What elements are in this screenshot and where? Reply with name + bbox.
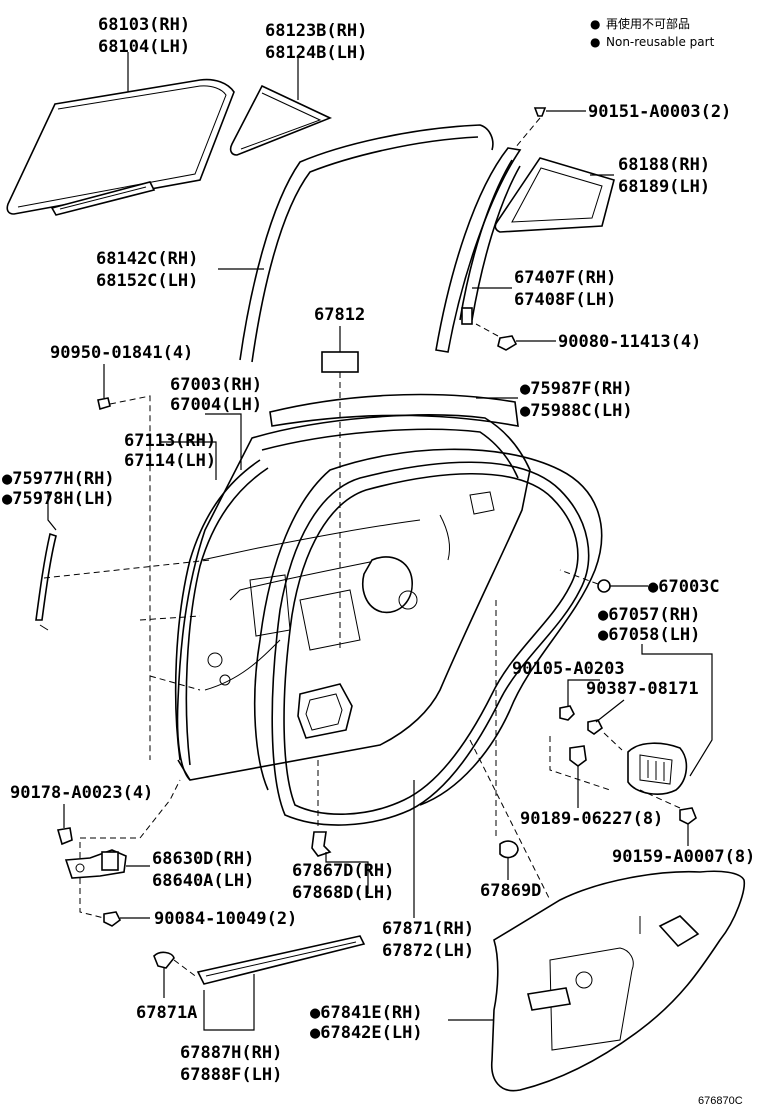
label-belt-moulding-rh: ●75987F(RH) bbox=[520, 379, 633, 399]
quarter-glass-part bbox=[229, 84, 333, 156]
label-weatherstrip-inner-rh: 67113(RH) bbox=[124, 431, 216, 451]
bolt-division-part bbox=[497, 335, 518, 351]
label-nut-08171: 90387-08171 bbox=[586, 679, 699, 699]
label-door-glass-rh: 68103(RH) bbox=[98, 15, 190, 35]
label-hinge-rh: 68630D(RH) bbox=[152, 849, 254, 869]
label-screw-06227: 90189-06227(8) bbox=[520, 809, 663, 829]
screw-06227-part bbox=[569, 745, 587, 767]
label-bolt-a0023: 90178-A0023(4) bbox=[10, 783, 153, 803]
label-scuff-plate-lh: 67888F(LH) bbox=[180, 1065, 282, 1085]
leader-door-panel bbox=[205, 413, 242, 470]
label-clip-top: 90950-01841(4) bbox=[50, 343, 193, 363]
weatherstrip-door-part bbox=[271, 461, 590, 826]
screw-top-part bbox=[533, 107, 547, 117]
label-clip-67869: 67869D bbox=[480, 881, 541, 901]
illustration-code: 676870C bbox=[698, 1095, 743, 1107]
label-weatherstrip-door-lh: 67868D(LH) bbox=[292, 883, 394, 903]
division-bar-part bbox=[435, 147, 522, 353]
label-moulding-front-rh: ●75977H(RH) bbox=[2, 469, 115, 489]
labels: 68103(RH) 68104(LH) 68123B(RH) 68124B(LH… bbox=[2, 15, 755, 1107]
label-quarter-glass-lh: 68124B(LH) bbox=[265, 43, 367, 63]
label-division-bar-rh: 67407F(RH) bbox=[514, 268, 616, 288]
quarter-window-assy-part bbox=[494, 157, 615, 233]
leader-nut-08171 bbox=[595, 699, 625, 723]
door-panel-part bbox=[176, 414, 531, 781]
label-quarter-window-rh: 68188(RH) bbox=[618, 155, 710, 175]
label-door-panel-lh: 67004(LH) bbox=[170, 395, 262, 415]
door-glass-part bbox=[6, 78, 235, 216]
bolt-a0023-part bbox=[56, 827, 73, 846]
film-part bbox=[491, 870, 746, 1092]
label-film-rh: ●67841E(RH) bbox=[310, 1003, 423, 1023]
clip-67871-part bbox=[153, 951, 175, 969]
label-run-channel-rh: 68142C(RH) bbox=[96, 249, 198, 269]
clip-top-part bbox=[97, 397, 111, 411]
label-belt-moulding-lh: ●75988C(LH) bbox=[520, 401, 633, 421]
leader-moulding-front bbox=[47, 491, 57, 531]
belt-moulding-part bbox=[269, 393, 519, 427]
leader-service-hole-cover bbox=[641, 644, 713, 777]
label-door-glass-lh: 68104(LH) bbox=[98, 37, 190, 57]
label-weatherstrip-inner-lh: 67114(LH) bbox=[124, 451, 216, 471]
label-door-panel-rh: 67003(RH) bbox=[170, 375, 262, 395]
label-weatherstrip-door-rh: 67867D(RH) bbox=[292, 861, 394, 881]
moulding-front-part bbox=[35, 532, 57, 631]
label-weatherstrip-body-rh: 67871(RH) bbox=[382, 919, 474, 939]
clip-67869-part bbox=[499, 840, 519, 859]
screw-a0007-part bbox=[679, 807, 697, 825]
bolt-10049-part bbox=[103, 911, 122, 927]
label-bolt-division: 90080-11413(4) bbox=[558, 332, 701, 352]
plug-part bbox=[597, 579, 611, 593]
weatherstrip-body-part bbox=[253, 448, 603, 806]
label-screw-a0007: 90159-A0007(8) bbox=[612, 847, 755, 867]
legend-bullet-2: ● bbox=[590, 35, 600, 49]
label-film-lh: ●67842E(LH) bbox=[310, 1023, 423, 1043]
leader-scuff-plate bbox=[203, 974, 255, 1031]
legend-japanese: 再使用不可部品 bbox=[606, 16, 690, 31]
label-bolt-10049: 90084-10049(2) bbox=[154, 909, 297, 929]
label-clip-67871: 67871A bbox=[136, 1003, 197, 1023]
weatherstrip-inner-part bbox=[174, 459, 269, 766]
label-plug: ●67003C bbox=[648, 577, 720, 597]
label-service-hole-cover-lh: ●67058(LH) bbox=[598, 625, 700, 645]
service-hole-cover-part bbox=[627, 742, 688, 795]
legend-english: Non-reusable part bbox=[606, 35, 715, 49]
leader-weatherstrip-door bbox=[325, 852, 369, 894]
leader-weatherstrip-inner bbox=[160, 441, 217, 480]
label-service-hole-cover-rh: ●67057(RH) bbox=[598, 605, 700, 625]
label-screw-top: 90151-A0003(2) bbox=[588, 102, 731, 122]
label-hinge-lh: 68640A(LH) bbox=[152, 871, 254, 891]
legend: ● 再使用不可部品 ● Non-reusable part bbox=[590, 16, 715, 49]
nut-08171-part bbox=[587, 719, 604, 735]
label-scuff-plate-rh: 67887H(RH) bbox=[180, 1043, 282, 1063]
label-quarter-glass-rh: 68123B(RH) bbox=[265, 21, 367, 41]
label-screw-a0203: 90105-A0203 bbox=[512, 659, 625, 679]
label-moulding-front-lh: ●75978H(LH) bbox=[2, 489, 115, 509]
clip-weatherstrip-part bbox=[311, 831, 332, 857]
label-weatherstrip-body-lh: 67872(LH) bbox=[382, 941, 474, 961]
label-quarter-window-lh: 68189(LH) bbox=[618, 177, 710, 197]
leader-screw-a0203 bbox=[567, 679, 600, 706]
label-seal-pad: 67812 bbox=[314, 305, 365, 325]
hinge-part bbox=[64, 849, 127, 879]
run-channel-part bbox=[239, 124, 494, 363]
label-division-bar-lh: 67408F(LH) bbox=[514, 290, 616, 310]
legend-bullet-1: ● bbox=[590, 17, 600, 31]
scuff-plate-part bbox=[196, 935, 366, 985]
seal-pad-part bbox=[321, 351, 359, 373]
screw-a0203-part bbox=[559, 705, 575, 721]
label-run-channel-lh: 68152C(LH) bbox=[96, 271, 198, 291]
